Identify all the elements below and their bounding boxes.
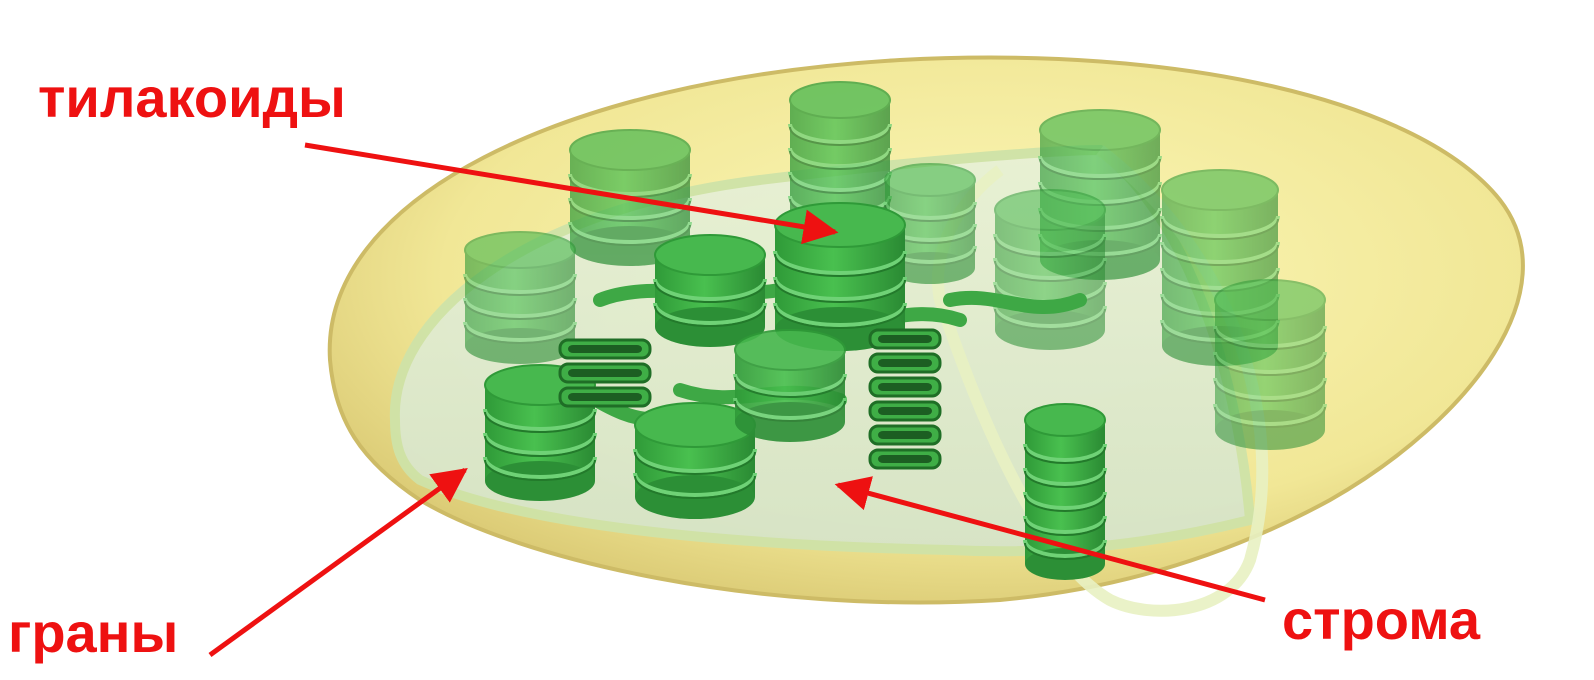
sectioned-granum-left [560,340,650,406]
label-grana: граны [8,605,178,661]
thylakoid-lumen [878,359,932,367]
granum-front-left [485,365,595,501]
granum-back-6 [1215,280,1325,450]
thylakoid-lumen [568,369,642,377]
granum-front-inner [735,330,845,442]
thylakoid-lumen [878,335,932,343]
granum-back-5 [465,232,575,364]
granum-front-mid [655,235,765,347]
thylakoid-lumen [568,393,642,401]
thylakoid-lumen [878,383,932,391]
thylakoid-lumen [568,345,642,353]
arrow-grana [210,470,465,655]
thylakoid-lumen [878,407,932,415]
label-thylakoids: тилакоиды [38,70,346,126]
thylakoid-lumen [878,455,932,463]
label-stroma: строма [1282,592,1480,648]
granum-back-7 [995,190,1105,350]
thylakoid-lumen [878,431,932,439]
